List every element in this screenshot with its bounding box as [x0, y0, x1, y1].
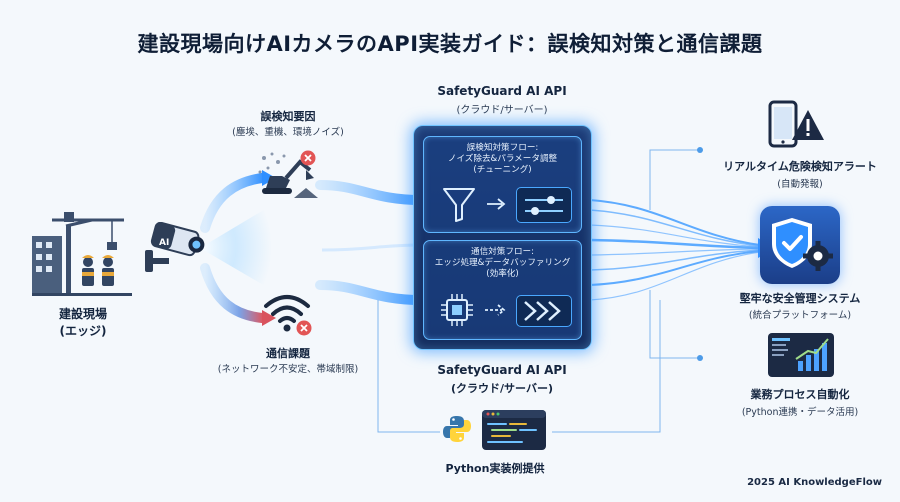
- output-alert-sub: (自動発報): [777, 179, 823, 190]
- comm-issue-sub: (ネットワーク不安定、帯域制限): [217, 364, 359, 375]
- site-sub: (エッジ): [59, 324, 107, 338]
- arrow-head-down: [262, 310, 276, 326]
- output-streams: [588, 199, 762, 301]
- page-title: 建設現場向けAIカメラのAPI実装ガイド：誤検知対策と通信課題: [137, 32, 763, 56]
- noise-flow-box: 誤検知対策フロー: ノイズ除去&パラメータ調整 (チューニング): [423, 136, 582, 233]
- comm-flow-line2: エッジ処理&データバッファリング: [434, 258, 571, 268]
- output-shield-sub: (統合プラットフォーム): [748, 310, 852, 321]
- api-top-label: SafetyGuard AI API: [437, 84, 567, 98]
- output-shield-label: 堅牢な安全管理システム: [739, 292, 861, 305]
- arrow-right-icon-1: [487, 198, 506, 210]
- dashboard-icon: [768, 333, 834, 377]
- python-logo-icon: [443, 416, 471, 442]
- connector-to-alert: [649, 149, 700, 210]
- arrow-right-icon-2: [485, 304, 506, 316]
- false-detection-label: 誤検知要因: [260, 110, 316, 123]
- connector-dot-alert: [697, 147, 703, 153]
- camera-beam: [200, 205, 272, 290]
- api-top-sub: (クラウド/サーバー): [456, 105, 548, 116]
- api-bottom-sub: (クラウド/サーバー): [451, 382, 553, 395]
- wifi-icon: [264, 295, 310, 332]
- connector-dot-automation: [697, 355, 703, 361]
- construction-site-icon: [32, 212, 132, 296]
- noise-flow-line1: 誤検知対策フロー:: [466, 143, 539, 153]
- arrow-to-comm-issue: [200, 263, 267, 323]
- comm-flow-line3: (効率化): [486, 269, 519, 279]
- output-automation-label: 業務プロセス自動化: [750, 388, 850, 401]
- filter-funnel-icon: [443, 188, 475, 222]
- flow-glow: [321, 243, 422, 252]
- ai-camera-icon: AI: [145, 222, 205, 272]
- noise-flow-line2: ノイズ除去&パラメータ調整: [447, 154, 558, 164]
- shield-gear-icon: [772, 218, 833, 271]
- comm-flow-line1: 通信対策フロー:: [470, 247, 535, 257]
- false-detection-sub: (塵埃、重機、環境ノイズ): [232, 127, 344, 138]
- api-panel: 誤検知対策フロー: ノイズ除去&パラメータ調整 (チューニング) 通信対策フロー…: [413, 125, 592, 350]
- connector-to-automation: [649, 290, 700, 359]
- connector-python-left: [377, 300, 440, 433]
- arrow-head-up: [262, 170, 276, 186]
- arrow-to-false-detection: [200, 173, 267, 233]
- excavator-dust-icon: [258, 152, 318, 198]
- data-buffer-icon: [516, 295, 572, 327]
- noise-flow-line3: (チューニング): [473, 165, 532, 175]
- comm-issue-label: 通信課題: [266, 347, 310, 360]
- python-label: Python実装例提供: [445, 462, 545, 475]
- camera-ai-tag: AI: [159, 238, 169, 248]
- edge-chip-icon: [441, 294, 473, 326]
- footer-credit: 2025 AI KnowledgeFlow: [747, 477, 882, 488]
- comm-flow-box: 通信対策フロー: エッジ処理&データバッファリング (効率化): [423, 240, 582, 340]
- api-bottom-label: SafetyGuard AI API: [437, 363, 567, 377]
- site-label: 建設現場: [58, 307, 107, 321]
- phone-alert-icon: [768, 100, 824, 148]
- flow-into-noise-box: [315, 180, 426, 205]
- parameter-sliders-icon: [516, 187, 572, 223]
- error-x-icon-1: [300, 150, 316, 166]
- code-window-icon: [482, 410, 546, 450]
- error-x-icon-2: [296, 320, 312, 336]
- output-alert-label: リアルタイム危険検知アラート: [723, 160, 877, 173]
- output-automation-sub: (Python連携・データ活用): [741, 407, 859, 418]
- flow-into-comm-box: [315, 280, 426, 305]
- connector-python-right: [552, 300, 661, 433]
- shield-system-tile: [760, 206, 840, 284]
